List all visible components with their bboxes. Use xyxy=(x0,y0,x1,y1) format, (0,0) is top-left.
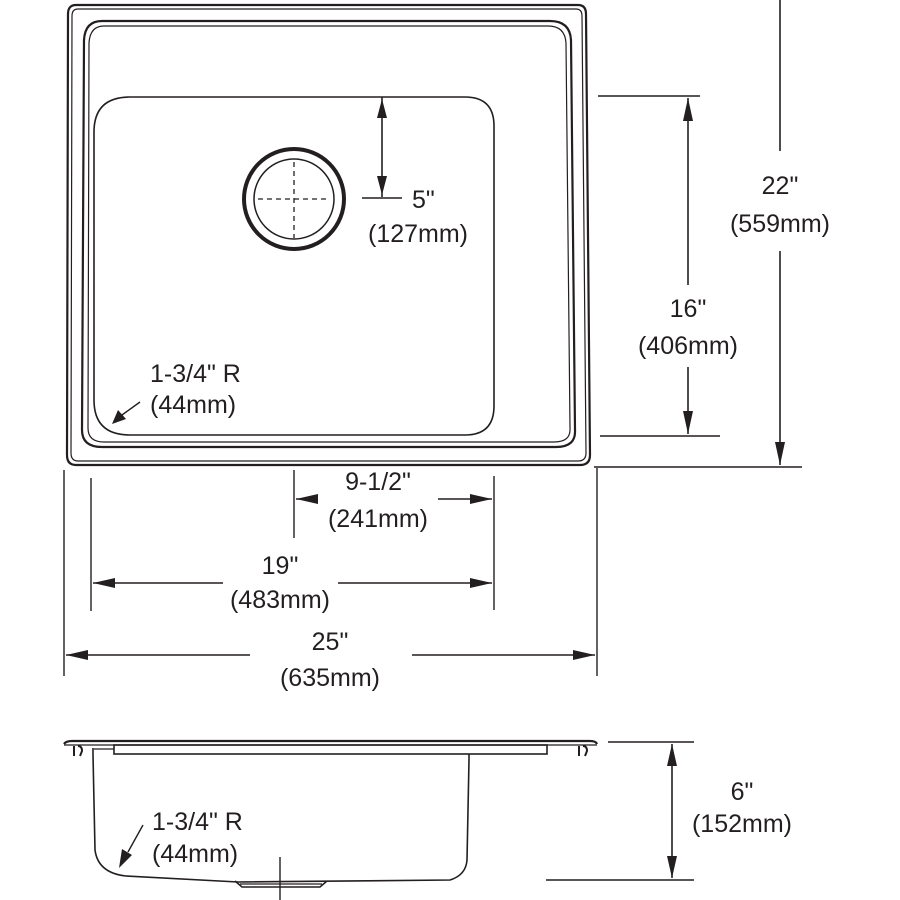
sink-outer-rim xyxy=(65,3,592,467)
dim-bowl-width: 19" (483mm) xyxy=(93,552,492,614)
overall-width-mm: (635mm) xyxy=(280,664,380,692)
bowl-width-mm: (483mm) xyxy=(230,586,330,614)
dim-overall-length: 22" (559mm) xyxy=(594,0,830,468)
drain-center-offset-mm: (241mm) xyxy=(328,505,428,533)
side-deck-flange xyxy=(63,739,599,745)
dim-overall-width: 25" (635mm) xyxy=(66,628,595,692)
bowl-length-mm: (406mm) xyxy=(638,332,738,360)
sink-outer-rim-inner-line xyxy=(70,8,587,462)
left-clip xyxy=(73,745,84,757)
dim-drain-offset: 5" (127mm) xyxy=(362,97,468,248)
sink-deck-edge-inner-line xyxy=(87,25,571,443)
bowl-width-inch: 19" xyxy=(262,552,299,580)
dim-depth: 6" (152mm) xyxy=(546,741,792,881)
drain-offset-inch: 5" xyxy=(412,186,435,214)
sink-deck-edge xyxy=(80,19,577,449)
depth-mm: (152mm) xyxy=(692,810,792,838)
dim-bowl-length: 16" (406mm) xyxy=(598,95,738,437)
side-bowl xyxy=(92,748,470,883)
bowl-length-inch: 16" xyxy=(670,295,707,323)
dim-drain-center-offset: 9-1/2" (241mm) xyxy=(296,468,492,533)
drain xyxy=(242,147,346,251)
drain-offset-mm: (127mm) xyxy=(368,220,468,248)
drain-outer-ring xyxy=(242,147,346,251)
side-rail xyxy=(113,744,548,755)
dim-corner-radius-side: 1-3/4" R (44mm) xyxy=(119,808,243,868)
side-view: 1-3/4" R (44mm) 6" (152mm) xyxy=(63,739,792,900)
right-clip xyxy=(578,745,589,757)
side-corner-radius-mm: (44mm) xyxy=(152,840,238,868)
corner-radius-mm: (44mm) xyxy=(150,391,236,419)
side-drain xyxy=(234,880,328,888)
drain-center-offset-inch: 9-1/2" xyxy=(345,468,411,496)
sink-bowl xyxy=(93,96,495,436)
top-view: 5" (127mm) 1-3/4" R (44mm) 16" (406mm) xyxy=(63,0,830,692)
overall-length-mm: (559mm) xyxy=(730,210,830,238)
overall-width-inch: 25" xyxy=(312,628,349,656)
dim-corner-radius-top: 1-3/4" R (44mm) xyxy=(112,360,241,424)
depth-inch: 6" xyxy=(731,778,754,806)
overall-length-inch: 22" xyxy=(762,172,799,200)
drain-inner-ring xyxy=(253,158,335,240)
corner-radius-inch: 1-3/4" R xyxy=(150,360,241,388)
side-corner-radius-inch: 1-3/4" R xyxy=(152,808,243,836)
